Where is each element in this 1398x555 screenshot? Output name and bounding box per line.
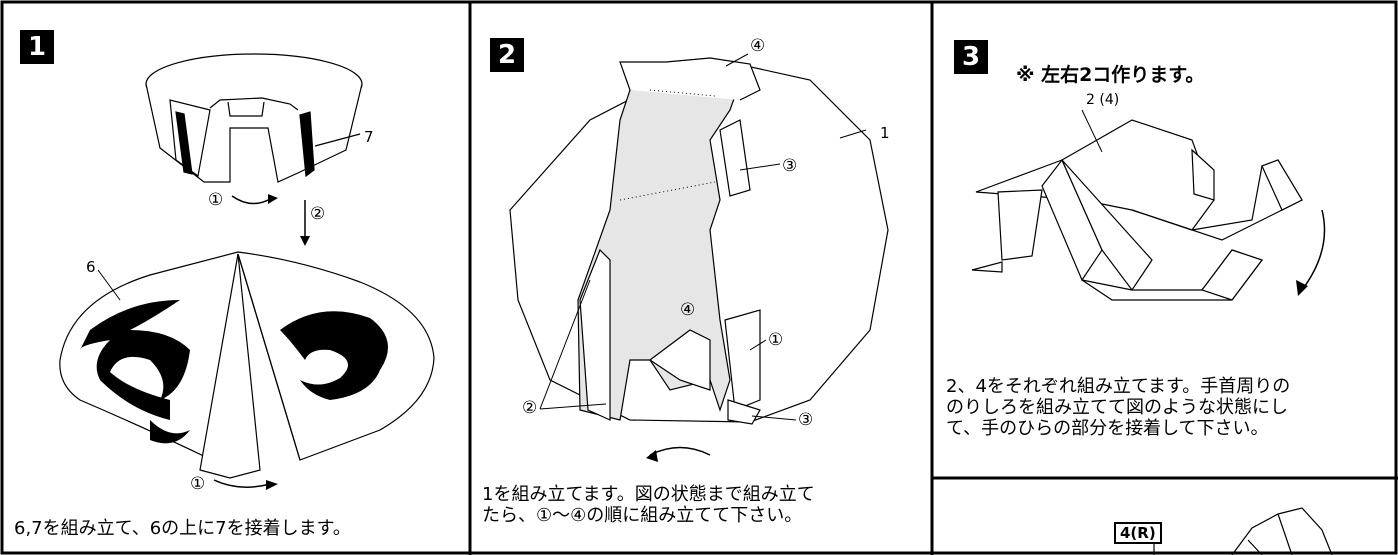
step-3-caption-line-2: のりしろを組み立てて図のような状態にし [946, 397, 1288, 418]
part-label-1: 1 [880, 124, 890, 142]
step-marker-1: ① [208, 190, 224, 210]
part-label-7: 7 [364, 128, 374, 146]
ring-piece-7 [145, 53, 363, 183]
part-label-2-4: 2 (4) [1086, 92, 1120, 108]
step-marker-3: ③ [782, 156, 798, 176]
step-marker-4-top: ④ [750, 36, 766, 56]
next-step-partial-illustration [1153, 507, 1333, 555]
step-marker-1-bottom: ① [190, 474, 206, 494]
make-two-note: ※ 左右2コ作ります。 [1016, 64, 1205, 86]
part-label-6: 6 [86, 258, 96, 276]
step-1-caption: 6,7を組み立て、6の上に7を接着します。 [14, 518, 351, 539]
step-2-caption-line-2: たら、①～④の順に組み立てて下さい。 [482, 505, 803, 526]
part-tag-4r: 4(R) [1114, 522, 1162, 544]
step-marker-2: ② [310, 204, 326, 224]
step-marker-1: ① [768, 330, 784, 350]
step-marker-4-bottom: ④ [680, 300, 696, 320]
step-marker-3-bottom: ③ [798, 410, 814, 430]
step-number-badge: 1 [20, 30, 54, 64]
step-3-caption-line-3: て、手のひらの部分を接着して下さい。 [946, 418, 1269, 439]
panel-step-2: 2 ④ 1 ③ ④ ① ② ③ 1を組み立て [470, 0, 932, 555]
step-number-badge: 3 [954, 40, 988, 74]
body-assembly-illustration [509, 53, 889, 462]
hand-assembly-illustration [971, 109, 1326, 301]
panel-step-1: 1 [0, 0, 470, 555]
cone-piece-6 [59, 251, 435, 479]
panel-step-3: 3 ※ 左右2コ作ります。 2 (4) 2、4をそれぞれ組み立てます。手首周りの… [932, 0, 1398, 555]
step-3-caption-line-1: 2、4をそれぞれ組み立てます。手首周りの [946, 376, 1291, 397]
cup-and-cone-illustration [59, 53, 435, 490]
step-2-caption-line-1: 1を組み立てます。図の状態まで組み立て [482, 484, 815, 505]
step-marker-2: ② [522, 398, 538, 418]
step-number-badge: 2 [490, 38, 524, 72]
